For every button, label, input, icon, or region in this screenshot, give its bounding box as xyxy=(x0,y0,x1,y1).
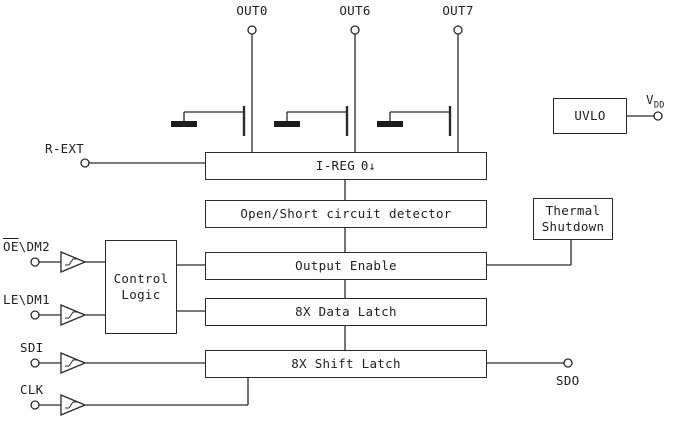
terminal-vdd xyxy=(653,111,663,121)
block-thermal-shutdown: Thermal Shutdown xyxy=(533,198,613,240)
block-i-reg-label: I-REG xyxy=(315,158,356,174)
schmitt-buffer-oe-icon xyxy=(60,251,87,273)
terminal-clk xyxy=(30,400,40,410)
block-control-logic: Control Logic xyxy=(105,240,177,334)
block-thermal-shutdown-label: Thermal Shutdown xyxy=(541,203,605,234)
block-shift-latch: 8X Shift Latch xyxy=(205,350,487,378)
mosfet-gate-bars xyxy=(171,121,403,127)
output-mosfet-7 xyxy=(389,34,459,152)
block-data-latch: 8X Data Latch xyxy=(205,298,487,326)
terminal-out6 xyxy=(350,25,360,35)
terminal-oe-dm2 xyxy=(30,257,40,267)
block-open-short-detector: Open/Short circuit detector xyxy=(205,200,487,228)
pin-label-vdd: VDD xyxy=(646,92,665,111)
terminal-out7 xyxy=(453,25,463,35)
block-output-enable: Output Enable xyxy=(205,252,487,280)
block-uvlo-label: UVLO xyxy=(574,108,606,124)
block-open-short-label: Open/Short circuit detector xyxy=(240,206,452,222)
wire-control-logic-out xyxy=(175,264,205,312)
block-uvlo: UVLO xyxy=(553,98,627,134)
wire-clk xyxy=(39,376,249,406)
pin-label-out7: OUT7 xyxy=(442,3,474,18)
block-shift-latch-label: 8X Shift Latch xyxy=(291,356,401,372)
schmitt-buffer-sdi-icon xyxy=(60,352,87,374)
schmitt-buffer-le-icon xyxy=(60,304,87,326)
terminal-sdo xyxy=(563,358,573,368)
terminal-sdi xyxy=(30,358,40,368)
output-mosfet-6 xyxy=(286,34,356,152)
terminal-rext xyxy=(80,158,90,168)
terminal-out0 xyxy=(247,25,257,35)
pin-label-le-dm1: LE\DM1 xyxy=(3,292,50,307)
output-mosfet-0 xyxy=(183,34,253,152)
schmitt-buffer-clk-icon xyxy=(60,394,87,416)
block-data-latch-label: 8X Data Latch xyxy=(295,304,397,320)
block-control-logic-label: Control Logic xyxy=(113,271,169,302)
pin-label-out6: OUT6 xyxy=(339,3,371,18)
pin-label-sdi: SDI xyxy=(20,340,44,355)
block-output-enable-label: Output Enable xyxy=(295,258,397,274)
block-i-reg: I-REG Θ↓ xyxy=(205,152,487,180)
pin-label-clk: CLK xyxy=(20,382,44,397)
pin-label-oe-dm2: OE\DM2 xyxy=(3,239,50,254)
terminal-le-dm1 xyxy=(30,310,40,320)
pin-label-out0: OUT0 xyxy=(236,3,268,18)
i-reg-current-symbol: Θ↓ xyxy=(361,158,377,173)
pin-label-sdo: SDO xyxy=(556,373,580,388)
wire-thermal-to-output-enable xyxy=(485,238,572,266)
pin-label-rext: R-EXT xyxy=(45,141,85,156)
